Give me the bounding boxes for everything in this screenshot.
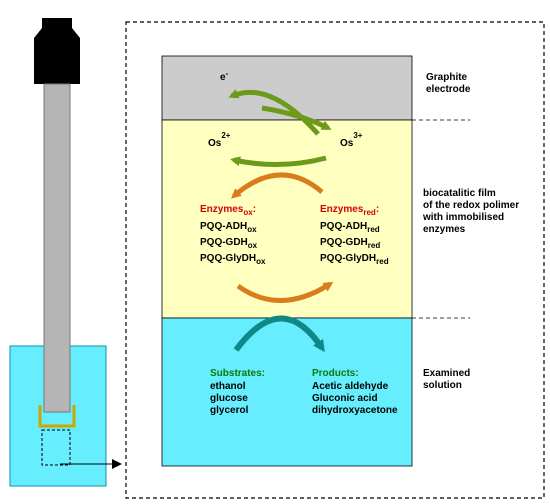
enzyme-ox-item: PQQ-GDHox <box>200 237 258 250</box>
film-layer <box>161 119 413 319</box>
enzyme-red-item: PQQ-GDHred <box>320 237 380 250</box>
substrates-title: Substrates: <box>210 368 265 379</box>
substrate-item: glucose <box>210 393 248 404</box>
electrode-cap <box>34 18 80 84</box>
substrate-item: glycerol <box>210 405 249 416</box>
electron-arrow <box>228 89 320 136</box>
enzymes-ox-title: Enzymesox: <box>200 204 256 217</box>
substrate-conversion-arrow <box>233 315 325 353</box>
products-title: Products: <box>312 368 359 379</box>
solution-label-line: Examined <box>423 368 470 379</box>
electrode-rod <box>43 83 71 413</box>
electron-label: e- <box>220 69 229 83</box>
solution-label-line: solution <box>423 380 462 391</box>
zoom-frame <box>125 21 545 499</box>
graphite-label-line: Graphite <box>426 72 468 83</box>
product-item: dihydroxyacetone <box>312 405 398 416</box>
enzyme-reduction-arrow <box>236 281 334 303</box>
film-label-line: biocatalitic film <box>423 188 496 199</box>
enzyme-ox-item: PQQ-GlyDHox <box>200 253 266 266</box>
enzyme-ox-item: PQQ-ADHox <box>200 221 257 234</box>
zoom-region <box>41 429 71 466</box>
graphite-label-line: electrode <box>426 84 471 95</box>
product-item: Gluconic acid <box>312 393 378 404</box>
os-reduction-arrow <box>230 155 327 167</box>
film-label-line: of the redox polimer <box>423 200 519 211</box>
enzyme-red-item: PQQ-ADHred <box>320 221 380 234</box>
graphite-layer <box>161 55 413 121</box>
os-oxidation-arrow <box>261 105 332 131</box>
solution-layer <box>161 317 413 467</box>
electrode-tip <box>38 405 76 428</box>
film-label-line: with immobilised <box>422 212 504 223</box>
substrate-item: ethanol <box>210 381 246 392</box>
os-left-label: Os2+ <box>208 131 231 149</box>
film-label-line: enzymes <box>423 224 466 235</box>
enzymes-red-title: Enzymesred: <box>320 204 379 217</box>
enzyme-oxidation-arrow <box>230 172 324 199</box>
product-item: Acetic aldehyde <box>312 381 389 392</box>
enzyme-red-item: PQQ-GlyDHred <box>320 253 389 266</box>
os-right-label: Os3+ <box>340 131 363 149</box>
